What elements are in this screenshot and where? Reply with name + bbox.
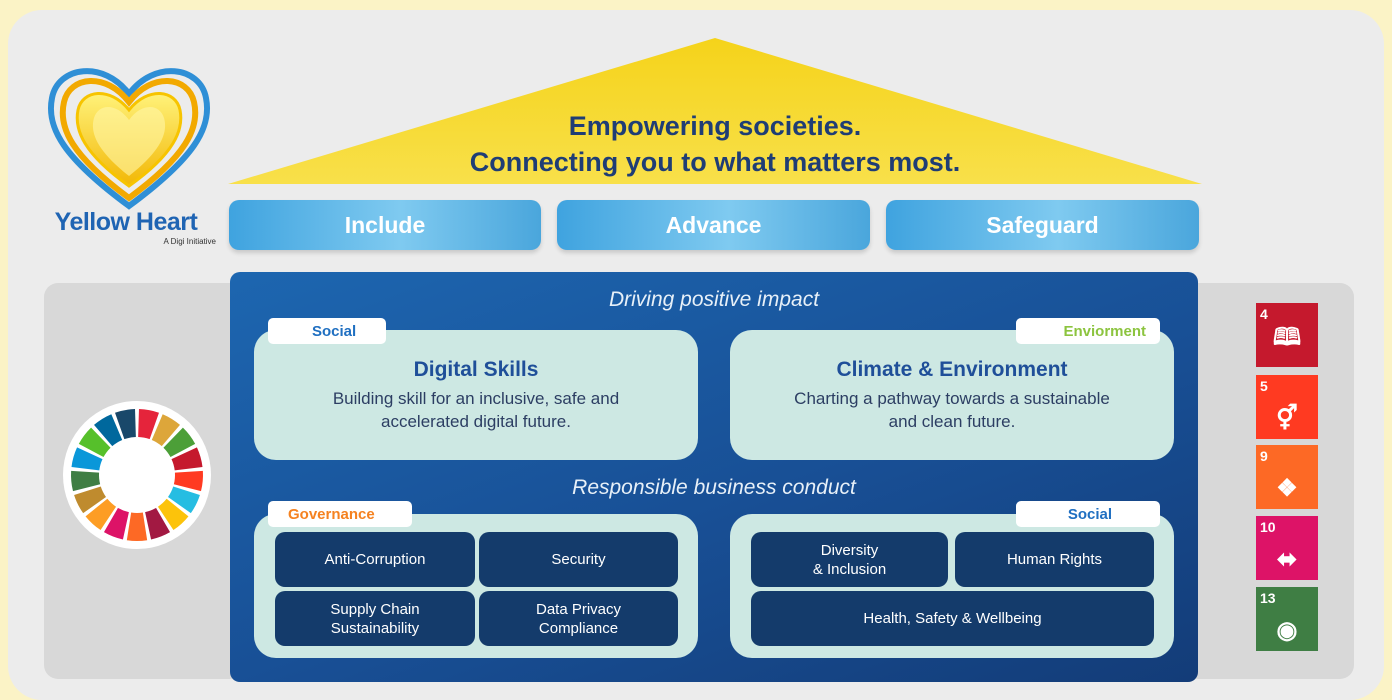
digital-skills-card	[254, 330, 698, 460]
data-privacy-compliance-box: Data Privacy Compliance	[479, 591, 678, 646]
sdg-wheel-segment	[157, 498, 189, 531]
health-safety-wellbeing-box: Health, Safety & Wellbeing	[751, 591, 1154, 646]
sdg-tile-9: 9 ❖	[1256, 445, 1318, 509]
climate-environment-title: Climate & Environment	[836, 358, 1068, 381]
supply-chain-sustainability-box: Supply Chain Sustainability	[275, 591, 475, 646]
reduced-inequality-icon: ⬌	[1276, 546, 1298, 573]
sdg-number: 10	[1260, 519, 1276, 535]
climate-environment-description: Charting a pathway towards a sustainable…	[730, 387, 1174, 433]
sdg-wheel-segment	[103, 507, 129, 540]
sdg-wheel-segment	[163, 427, 196, 458]
logo-title: Yellow Heart	[54, 208, 198, 236]
sdg-number: 5	[1260, 378, 1268, 394]
sdg-wheel-segment	[167, 486, 200, 514]
diversity-inclusion-box: Diversity & Inclusion	[751, 532, 948, 587]
social-conduct-tag: Social	[1016, 501, 1160, 527]
logo-tagline: A Digi Initiative	[163, 237, 216, 246]
eye-globe-icon: ◉	[1276, 617, 1298, 644]
description-line: accelerated digital future.	[381, 412, 571, 431]
environment-tag: Enviorment	[1016, 318, 1160, 344]
sdg-wheel-segment	[115, 409, 136, 440]
sdg-number: 13	[1260, 590, 1276, 606]
cubes-icon: ❖	[1276, 475, 1298, 502]
description-line: Charting a pathway towards a sustainable	[794, 389, 1110, 408]
sdg-wheel-segment	[151, 414, 180, 447]
social-tag: Social	[268, 318, 386, 344]
sdg-wheel-segment	[94, 414, 123, 447]
gender-equality-icon: ⚥	[1276, 405, 1298, 432]
sdg-wheel-segment	[126, 512, 148, 541]
sdg-wheel-segment	[145, 507, 171, 540]
description-line: Building skill for an inclusive, safe an…	[332, 389, 620, 408]
human-rights-box: Human Rights	[955, 532, 1154, 587]
sdg-tile-13: 13 ◉	[1256, 587, 1318, 651]
pillar-safeguard: Safeguard	[886, 200, 1199, 250]
governance-tag: Governance	[268, 501, 412, 527]
sdg-wheel-icon	[63, 401, 211, 549]
roof-line-1: Empowering societies.	[568, 111, 862, 141]
sdg-wheel-segment	[74, 486, 107, 514]
climate-environment-card	[730, 330, 1174, 460]
book-icon: 🕮	[1272, 324, 1302, 351]
pillar-advance: Advance	[557, 200, 870, 250]
sdg-tile-5: 5 ⚥	[1256, 375, 1318, 439]
pillar-include: Include	[229, 200, 541, 250]
sdg-tile-10: 10 ⬌	[1256, 516, 1318, 580]
roof-headline: Empowering societies. Connecting you to …	[380, 108, 1050, 180]
sdg-number: 4	[1260, 306, 1268, 322]
sdg-wheel-segment	[173, 470, 203, 492]
sdg-wheel-segment	[85, 498, 117, 531]
security-box: Security	[479, 532, 678, 587]
sdg-tile-4: 4 🕮	[1256, 303, 1318, 367]
conduct-heading: Responsible business conduct	[572, 476, 856, 499]
digital-skills-description: Building skill for an inclusive, safe an…	[254, 387, 698, 433]
yellow-heart-logo-icon	[48, 68, 210, 210]
sdg-wheel-segment	[71, 470, 101, 492]
sdg-number: 9	[1260, 448, 1268, 464]
digital-skills-title: Digital Skills	[413, 358, 539, 381]
sdg-wheel-segment	[71, 447, 103, 471]
impact-heading: Driving positive impact	[608, 288, 820, 311]
roof-triangle	[228, 38, 1202, 184]
roof-line-2: Connecting you to what matters most.	[469, 147, 961, 177]
sdg-wheel-segment	[138, 409, 159, 440]
sdg-wheel-segment	[171, 447, 203, 471]
anti-corruption-box: Anti-Corruption	[275, 532, 475, 587]
sdg-wheel-segment	[78, 427, 111, 458]
description-line: and clean future.	[888, 412, 1016, 431]
